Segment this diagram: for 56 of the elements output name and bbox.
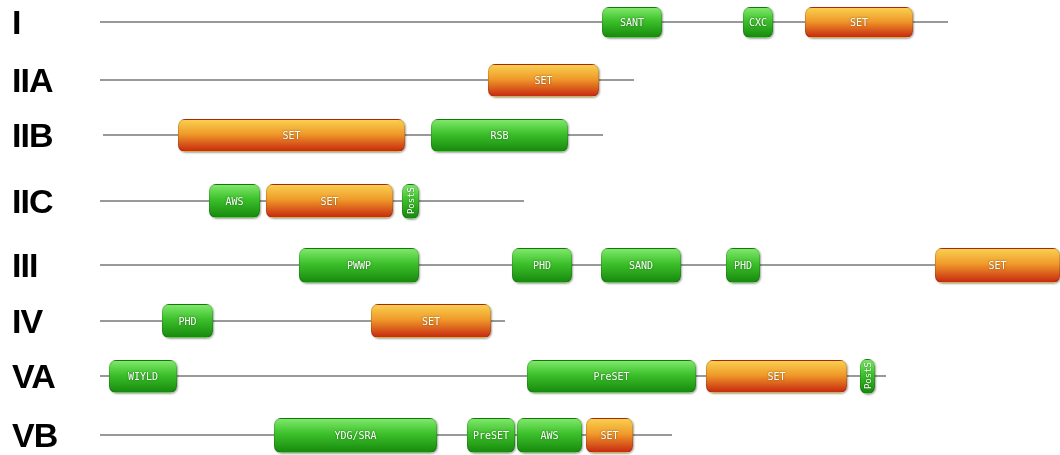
domain-label: PostS — [405, 187, 416, 215]
domain-label: CXC — [748, 16, 768, 28]
domain-label: RSB — [490, 129, 509, 141]
domain-label: PHD — [178, 315, 197, 327]
domain-label: PWWP — [346, 259, 372, 271]
domain-label: PreSET — [472, 429, 510, 441]
domain-label: SET — [849, 16, 869, 28]
domain-label: PHD — [532, 259, 552, 271]
domain-box — [726, 247, 760, 283]
domain-box — [402, 183, 419, 219]
domain-label: AWS — [225, 195, 244, 207]
set-domain-box — [266, 184, 393, 218]
domain-label: SET — [988, 259, 1007, 271]
domain-box — [431, 118, 568, 152]
domain-box — [274, 417, 437, 453]
domain-label: SET — [534, 74, 553, 86]
domain-box — [209, 184, 260, 218]
class-label: I — [12, 2, 21, 42]
class-label: VA — [12, 356, 55, 396]
class-label: IV — [12, 301, 43, 341]
domain-box — [512, 247, 572, 283]
domain-label: PostS — [862, 362, 873, 390]
domain-label: SET — [282, 129, 301, 141]
domain-box — [162, 304, 213, 338]
domain-box — [743, 6, 773, 38]
domain-box — [527, 359, 696, 393]
set-domain-box — [178, 118, 405, 152]
domain-label: SANT — [619, 16, 645, 28]
domain-box — [602, 6, 662, 38]
domain-label: SET — [600, 429, 619, 441]
domain-label: WIYLD — [127, 370, 159, 382]
class-label: III — [12, 245, 38, 285]
set-domain-box — [935, 247, 1060, 283]
domain-box — [517, 417, 582, 453]
class-label: VB — [12, 415, 58, 455]
domain-label: PreSET — [593, 370, 630, 382]
domain-label: SET — [421, 315, 441, 327]
domain-label: SET — [767, 370, 786, 382]
domain-label: YDG/SRA — [334, 429, 377, 441]
set-domain-box — [488, 63, 599, 97]
class-label: IIB — [12, 115, 53, 155]
class-label: IIA — [12, 60, 53, 100]
set-domain-box — [371, 304, 491, 338]
domain-box — [109, 359, 177, 393]
domain-label: SAND — [628, 259, 654, 271]
domain-box — [860, 358, 875, 394]
domain-label: PHD — [733, 259, 753, 271]
class-label: IIC — [12, 181, 53, 221]
domain-label: SET — [320, 195, 339, 207]
domain-label: AWS — [540, 429, 559, 441]
domain-box — [299, 247, 419, 283]
set-domain-box — [805, 6, 913, 38]
set-domain-box — [706, 359, 847, 393]
domain-box — [467, 417, 515, 453]
set-domain-box — [586, 417, 633, 453]
domain-box — [601, 247, 681, 283]
